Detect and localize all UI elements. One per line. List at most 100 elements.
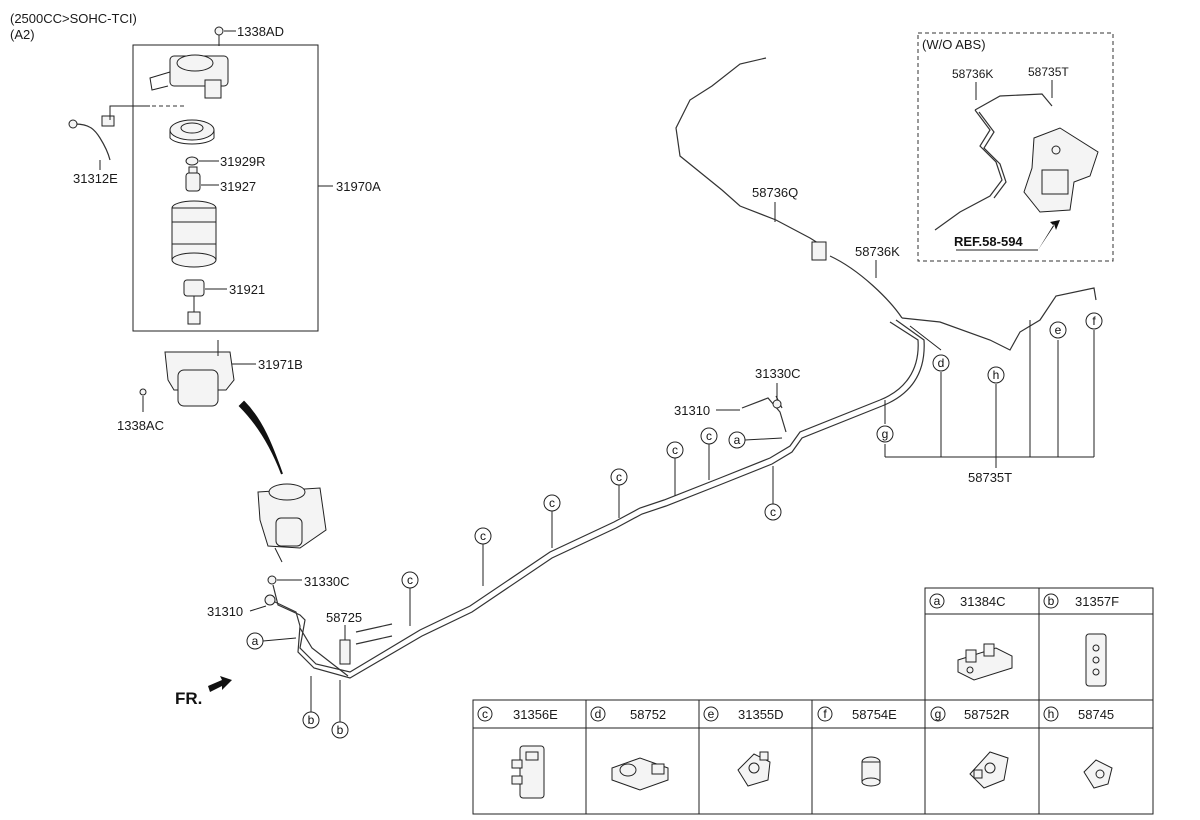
legend-cell-b: b 31357F [1043, 593, 1119, 609]
callout-c-3: c [543, 494, 561, 548]
clip-31355d-icon [737, 751, 771, 787]
engine-spec-label: (2500CC>SOHC-TCI) [10, 11, 137, 26]
svg-text:h: h [993, 368, 1000, 382]
front-direction-label: FR. [175, 689, 202, 708]
installation-arrow-icon [238, 400, 283, 475]
callout-c-5: c [666, 441, 684, 496]
part-label-1338ac: 1338AC [117, 418, 164, 433]
callout-b-1: b [302, 676, 320, 729]
callout-c-1: c [401, 571, 419, 626]
fitting-31330c-left-icon [267, 575, 277, 585]
svg-text:c: c [672, 443, 678, 457]
svg-text:f: f [823, 707, 827, 721]
sensor-31927-icon [185, 166, 201, 192]
fitting-31330c-right-icon [772, 399, 782, 409]
svg-text:c: c [482, 707, 488, 721]
legend-cell-d: d 58752 [590, 706, 666, 722]
legend-cell-g: g 58752R [930, 706, 1010, 722]
o-ring-31929r-icon [185, 156, 199, 166]
inset-title: (W/O ABS) [922, 37, 986, 52]
legend-part-31357f: 31357F [1075, 594, 1119, 609]
part-label-31312e: 31312E [73, 171, 118, 186]
callout-c-2: c [474, 527, 492, 586]
bolt-1338ad-icon [214, 26, 224, 46]
part-label-31310-right: 31310 [674, 403, 710, 418]
clip-58752-icon [611, 757, 669, 791]
bracket-31971b-icon [164, 340, 235, 407]
svg-text:d: d [595, 707, 602, 721]
inset-label-58736k: 58736K [952, 67, 993, 81]
callout-g: g [876, 425, 894, 443]
svg-text:c: c [407, 573, 413, 587]
bolt-1338ac-icon [139, 388, 147, 396]
legend-part-31384c: 31384C [960, 594, 1006, 609]
part-label-31929r: 31929R [220, 154, 266, 169]
wo-abs-inset-box [917, 32, 1114, 262]
variant-label: (A2) [10, 27, 35, 42]
svg-text:a: a [934, 594, 941, 608]
clip-31384c-icon [957, 643, 1013, 681]
inset-ref-label: REF.58-594 [954, 234, 1023, 249]
svg-text:e: e [1055, 323, 1062, 337]
filter-head-icon [149, 54, 229, 99]
clip-31357f-icon [1085, 633, 1107, 687]
callout-c-6: c [700, 427, 718, 480]
svg-text:a: a [252, 634, 259, 648]
svg-text:c: c [770, 505, 776, 519]
svg-text:g: g [935, 707, 942, 721]
part-label-58736k-main: 58736K [855, 244, 900, 259]
filter-cap-icon [169, 119, 215, 145]
callout-a-left: a [246, 632, 297, 650]
front-arrow-icon [208, 676, 232, 692]
legend-part-58752: 58752 [630, 707, 666, 722]
clip-58752r-icon [969, 751, 1009, 789]
mounted-filter-icon [257, 483, 327, 563]
fitting-31310-left-icon [264, 594, 276, 606]
legend-cell-f: f 58754E [817, 706, 897, 722]
part-label-31970a: 31970A [336, 179, 381, 194]
legend-cell-e: e 31355D [703, 706, 784, 722]
drain-31921-icon [183, 279, 205, 325]
callout-c-7: c [764, 466, 782, 521]
part-label-31921: 31921 [229, 282, 265, 297]
svg-text:a: a [734, 433, 741, 447]
callout-f: f [1085, 312, 1103, 330]
callout-h: h [987, 366, 1005, 384]
clip-58725-icon [339, 639, 351, 665]
filter-element-icon [171, 200, 217, 268]
part-label-1338ad: 1338AD [237, 24, 284, 39]
ref-arrow-icon [1038, 220, 1060, 250]
svg-text:b: b [1048, 594, 1055, 608]
part-label-31927: 31927 [220, 179, 256, 194]
svg-text:c: c [549, 496, 555, 510]
part-label-31971b: 31971B [258, 357, 303, 372]
legend-cell-a: a 31384C [929, 593, 1006, 609]
legend-part-31356e: 31356E [513, 707, 558, 722]
legend-cell-c: c 31356E [477, 706, 558, 722]
legend-table [472, 587, 1154, 815]
legend-part-58754e: 58754E [852, 707, 897, 722]
svg-text:c: c [616, 470, 622, 484]
svg-text:e: e [708, 707, 715, 721]
part-label-31330c-right: 31330C [755, 366, 801, 381]
inset-label-58735t: 58735T [1028, 65, 1069, 79]
legend-cell-h: h 58745 [1043, 706, 1114, 722]
part-label-58725: 58725 [326, 610, 362, 625]
callout-d: d [932, 354, 950, 372]
svg-text:c: c [706, 429, 712, 443]
part-label-58735t-main: 58735T [968, 470, 1012, 485]
abs-bracket-icon [1023, 127, 1099, 213]
callout-e: e [1049, 321, 1067, 339]
inset-pipes [934, 93, 1053, 231]
part-label-31310-left: 31310 [207, 604, 243, 619]
fuel-filter-assembly-box [132, 44, 319, 332]
callout-a-right: a [728, 431, 783, 449]
hose-31312e-icon [68, 115, 115, 161]
callout-b-2: b [331, 680, 349, 739]
svg-text:g: g [882, 427, 889, 441]
legend-part-58752r: 58752R [964, 707, 1010, 722]
bracket-58736q-icon [811, 241, 827, 261]
svg-text:b: b [308, 713, 315, 727]
